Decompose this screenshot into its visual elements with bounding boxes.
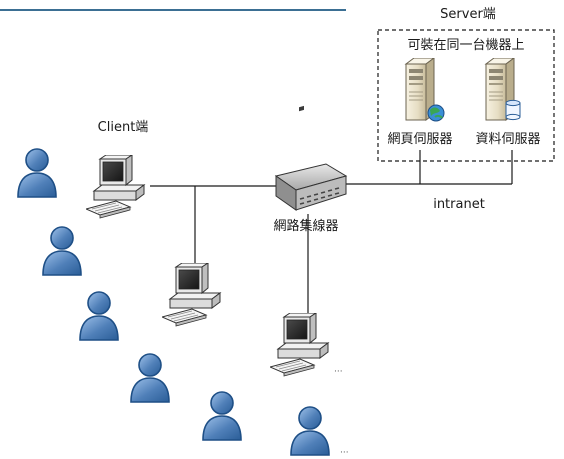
- network-links: [150, 150, 513, 318]
- user-icon-1: [17, 148, 57, 198]
- globe-icon: [427, 104, 445, 122]
- web-server-label: 網頁伺服器: [387, 132, 452, 147]
- user-icon-6: [290, 406, 330, 456]
- client-pc-1: [86, 155, 145, 219]
- pc3-ellipsis: ···: [334, 367, 343, 377]
- client-side-label: Client端: [98, 120, 149, 135]
- user-icon-5: [202, 391, 242, 441]
- user-icon-3: [79, 291, 119, 341]
- server-group-box: [377, 29, 555, 162]
- web-server: [405, 58, 445, 122]
- db-server-label: 資料伺服器: [475, 132, 540, 147]
- network-hub: [274, 105, 348, 211]
- hub-label: 網路集線器: [273, 218, 338, 234]
- client-pc-3: [270, 313, 329, 377]
- same-machine-note: 可裝在同一台機器上: [407, 38, 524, 53]
- user-icon-4: [130, 353, 170, 403]
- server-side-label: Server端: [440, 7, 496, 22]
- db-server: [485, 58, 521, 121]
- client-pc-2: [162, 263, 221, 327]
- database-icon: [505, 99, 521, 121]
- user6-ellipsis: ···: [340, 448, 349, 458]
- user-icon-2: [42, 226, 82, 276]
- intranet-label: intranet: [433, 197, 485, 212]
